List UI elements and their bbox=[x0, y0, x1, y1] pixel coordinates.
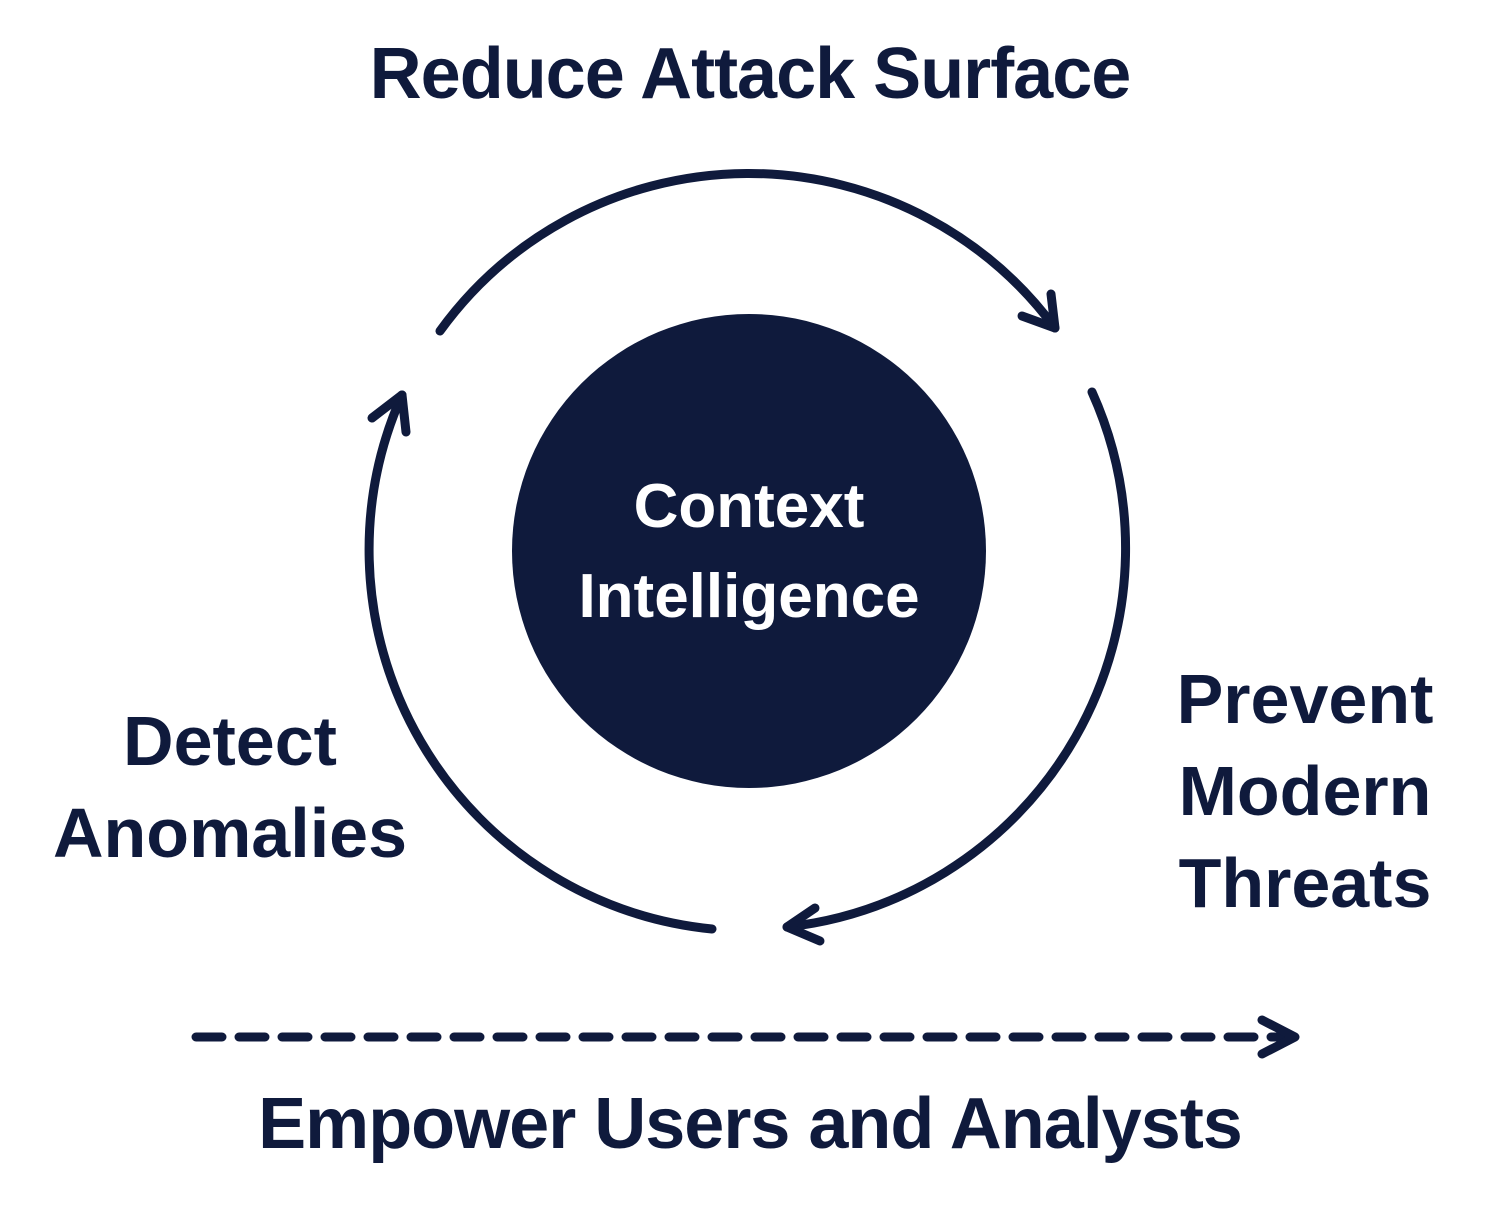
center-circle bbox=[512, 314, 986, 788]
label-right-line-3: Threats bbox=[1178, 844, 1432, 922]
label-left-line-2: Anomalies bbox=[53, 794, 407, 872]
center-label-line-2: Intelligence bbox=[578, 562, 920, 631]
arc-arrow-right-icon bbox=[782, 387, 1131, 946]
center-label-line-1: Context bbox=[633, 472, 865, 541]
label-empower-users-and-analysts: Empower Users and Analysts bbox=[258, 1084, 1243, 1164]
dashed-right-arrow-icon bbox=[191, 1015, 1300, 1059]
label-detect-anomalies: Detect Anomalies bbox=[30, 706, 430, 890]
center-label: Context Intelligence bbox=[512, 462, 986, 642]
label-right-line-1: Prevent bbox=[1176, 660, 1434, 738]
arc-arrow-left-icon bbox=[364, 390, 717, 934]
label-left-line-1: Detect bbox=[123, 702, 337, 780]
label-reduce-attack-surface: Reduce Attack Surface bbox=[369, 34, 1132, 114]
label-prevent-modern-threats: Prevent Modern Threats bbox=[1150, 664, 1460, 940]
label-right-line-2: Modern bbox=[1178, 752, 1432, 830]
arc-arrow-top-icon bbox=[435, 168, 1060, 336]
